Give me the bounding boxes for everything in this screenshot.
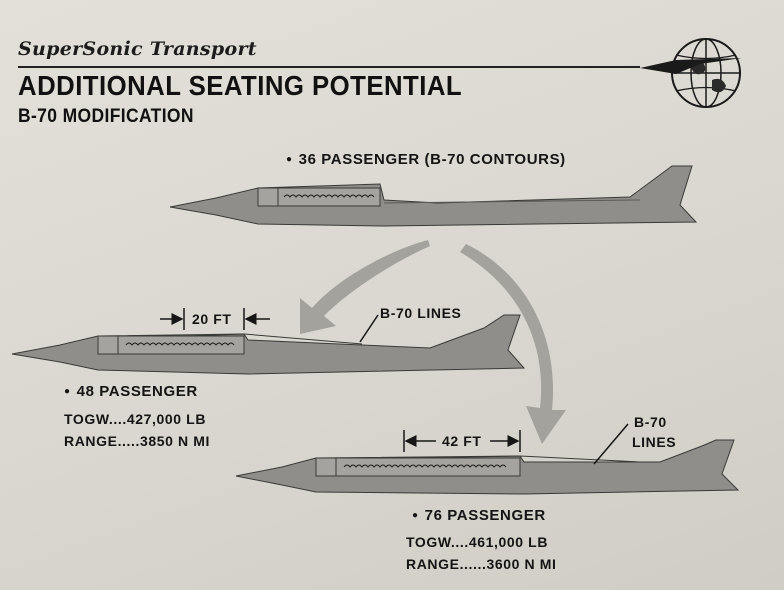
aircraft-48-passenger <box>11 308 526 375</box>
config-76-label: 76 PASSENGER <box>412 507 546 524</box>
config-48-togw: TOGW....427,000 LB <box>64 411 207 427</box>
dimension-20ft-label: 20 FT <box>192 311 232 327</box>
b70-lines-label-top: B-70 <box>634 414 667 430</box>
aircraft-36-passenger <box>169 165 698 227</box>
config-76-togw: TOGW....461,000 LB <box>406 534 549 550</box>
config-48-label: 48 PASSENGER <box>64 383 198 400</box>
curved-arrow-icon <box>300 240 430 334</box>
page-subtitle: B-70 MODIFICATION <box>18 106 194 127</box>
config-76-range: RANGE......3600 N MI <box>406 556 557 572</box>
aircraft-76-passenger <box>235 423 740 495</box>
b70-lines-label-bottom: LINES <box>632 434 677 450</box>
page-title: ADDITIONAL SEATING POTENTIAL <box>18 70 463 101</box>
b70-lines-label: B-70 LINES <box>380 305 462 321</box>
dimension-42ft-label: 42 FT <box>442 433 482 449</box>
globe-logo-icon <box>640 38 742 108</box>
brand-wordmark: SuperSonic Transport <box>18 38 257 60</box>
config-36-label: 36 PASSENGER (B-70 CONTOURS) <box>286 151 566 168</box>
curved-arrow-icon <box>460 244 566 444</box>
header-rule <box>18 66 640 68</box>
config-48-range: RANGE.....3850 N MI <box>64 433 211 449</box>
